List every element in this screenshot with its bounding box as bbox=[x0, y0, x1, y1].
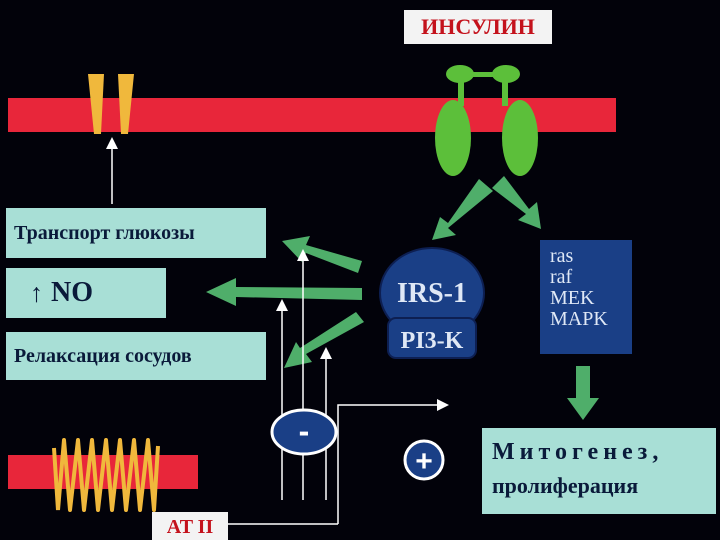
no-box: ↑ NO bbox=[6, 268, 166, 318]
insulin-receptor-icon bbox=[435, 65, 538, 176]
vasorelaxation-box: Релаксация сосудов bbox=[6, 332, 266, 380]
irs1-label: IRS-1 bbox=[397, 278, 467, 309]
minus-sign: - bbox=[299, 413, 310, 449]
glucose-transport-box: Транспорт глюкозы bbox=[6, 208, 266, 258]
mitogenesis-label-2: пролиферация bbox=[492, 473, 639, 498]
mapk-cascade-box: ras raf MEK MAPK bbox=[540, 240, 632, 354]
signal-arrows bbox=[206, 176, 599, 420]
mapk-item-raf: raf bbox=[550, 266, 573, 288]
at2-label: AT II bbox=[152, 512, 228, 540]
pi3k-node bbox=[387, 317, 477, 359]
vasorelaxation-label: Релаксация сосудов bbox=[14, 345, 192, 367]
no-label: NO bbox=[51, 277, 93, 309]
pi3k-label: PI3-K bbox=[401, 328, 464, 354]
mapk-item-mapk: MAPK bbox=[550, 308, 608, 330]
mitogenesis-label-1: Митогенез, bbox=[492, 439, 664, 465]
activation-symbol bbox=[403, 439, 445, 481]
mapk-item-ras: ras bbox=[550, 245, 574, 267]
plus-sign: + bbox=[415, 445, 433, 478]
mapk-item-mek: MEK bbox=[550, 287, 595, 309]
signal-lines bbox=[276, 249, 449, 524]
at2-receptor-icon bbox=[52, 438, 160, 512]
glucose-transport-label: Транспорт глюкозы bbox=[14, 222, 195, 244]
no-increase-arrow: ↑ bbox=[30, 278, 43, 308]
mitogenesis-box: Митогенез, пролиферация bbox=[482, 428, 716, 514]
insulin-label: ИНСУЛИН bbox=[404, 10, 552, 44]
inhibition-symbol bbox=[270, 408, 338, 456]
glucose-transporter-icon bbox=[88, 74, 134, 134]
